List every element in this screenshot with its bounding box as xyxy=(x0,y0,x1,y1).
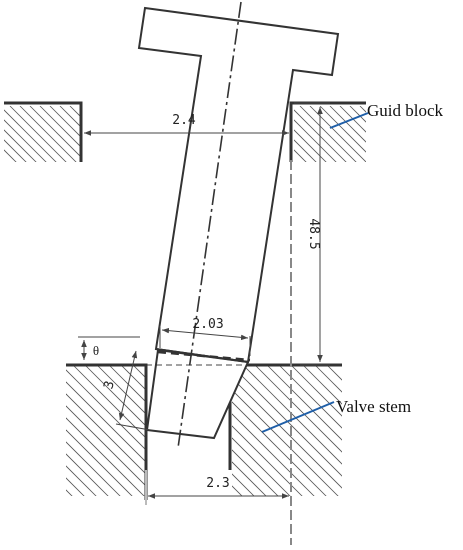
guide-block-outline xyxy=(4,101,366,162)
hatch-top-left xyxy=(4,106,80,162)
dimension-height-label: 48.5 xyxy=(306,218,321,249)
angle-indicator: θ xyxy=(78,336,140,360)
dimension-contact-width: 2.03 xyxy=(159,317,251,356)
hatch-bottom-left xyxy=(66,366,146,496)
angle-label: θ xyxy=(93,343,99,358)
dimension-contact-width-label: 2.03 xyxy=(192,317,223,332)
guide-block-label: Guid block xyxy=(367,101,444,120)
dimension-bottom-gap-label: 2.3 xyxy=(206,476,229,491)
valve-stem-lower xyxy=(145,348,250,440)
dimension-hole-depth-label: 3 xyxy=(101,379,118,390)
hatch-bottom-right xyxy=(232,366,342,496)
valve-stem-callout: Valve stem xyxy=(261,397,411,433)
dimension-height: 48.5 xyxy=(294,102,330,366)
dimension-bottom-gap: 2.3 xyxy=(148,476,289,499)
dimension-top-gap: 2.4 xyxy=(84,113,289,136)
dimension-top-gap-label: 2.4 xyxy=(172,113,196,128)
dimension-hole-depth: 3 xyxy=(101,350,151,431)
valve-stem-body xyxy=(137,6,340,364)
valve-stem-label: Valve stem xyxy=(336,397,411,416)
contact-dashed-line xyxy=(157,350,251,362)
stem-centerline xyxy=(177,1,242,449)
guide-block-callout: Guid block xyxy=(329,101,444,129)
